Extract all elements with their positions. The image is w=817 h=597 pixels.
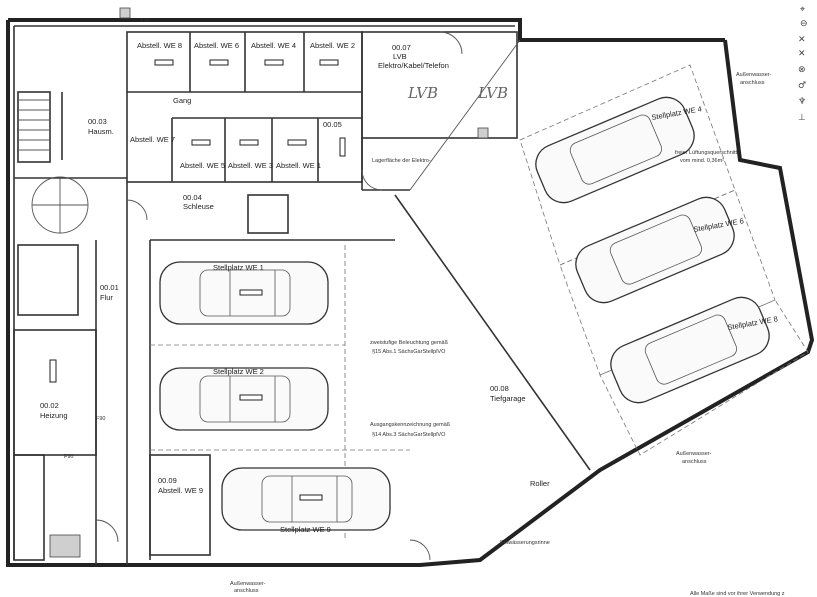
legend: ⌖ ⊖ ✕ ✕ ⊗ ♂ ♆ ⊥ <box>798 5 808 123</box>
note-footer: Alle Maße sind vor ihrer Verwendung z <box>690 591 785 597</box>
label-abstell-we3: Abstell. WE 3 <box>228 161 273 170</box>
lamp-icon: ⊗ <box>798 65 806 75</box>
car-we4 <box>535 96 695 204</box>
label-abstell-we9-name: Abstell. WE 9 <box>158 486 203 495</box>
hatched-areas <box>49 7 489 558</box>
label-lvb-num: 00.07 <box>392 43 411 52</box>
label-lvb-name: LVB <box>393 52 407 61</box>
note-outlet-bottom-1: Außenwasser- <box>676 451 712 457</box>
note-f90-a: F90 <box>64 454 73 460</box>
note-storage: Lagerfläche der Elektro- <box>372 158 431 164</box>
label-gang: Gang <box>173 96 191 105</box>
staircase <box>18 99 89 234</box>
antenna-icon: ♆ <box>798 97 806 107</box>
label-heizung-num: 00.02 <box>40 401 59 410</box>
note-drain: Entwässerungsrinne <box>500 540 550 546</box>
label-lvb-sign-1: LVB <box>407 84 438 102</box>
car-we8 <box>610 296 770 404</box>
label-abstell-we6: Abstell. WE 6 <box>194 41 239 50</box>
label-hausm-name: Hausm. <box>88 127 114 136</box>
label-abstell-we1: Abstell. WE 1 <box>276 161 321 170</box>
label-abstell-we5: Abstell. WE 5 <box>180 161 225 170</box>
note-outlet-top-2: anschluss <box>740 80 765 86</box>
inner-walls <box>13 31 809 565</box>
lamps <box>49 59 346 501</box>
doors <box>95 31 463 561</box>
label-abstell-we4: Abstell. WE 4 <box>251 41 296 50</box>
junction-icon: ⊥ <box>798 113 806 123</box>
label-tiefgarage-num: 00.08 <box>490 384 509 393</box>
note-outlet-left-2: anschluss <box>234 588 259 594</box>
annotations: zweistufige Beleuchtung gemäß §15 Abs.1 … <box>64 18 785 597</box>
label-schleuse-num: 00.04 <box>183 193 202 202</box>
note-ventilation-1: freier Lüftungsquerschnitt <box>675 150 738 156</box>
note-exit-1: Ausgangskennzeichnung gemäß <box>370 422 451 428</box>
outlet-icon: ⌖ <box>800 5 805 15</box>
socket-icon: ♂ <box>798 81 806 91</box>
note-exit-2: §14 Abs.3 SächsGarStellplVO <box>372 432 446 438</box>
label-room-0005: 00.05 <box>323 120 342 129</box>
switch-icon: ⊖ <box>800 19 808 29</box>
note-outlet-left-1: Außenwasser- <box>230 581 266 587</box>
label-abstell-we7: Abstell. WE 7 <box>130 135 175 144</box>
label-heizung-name: Heizung <box>40 411 68 420</box>
light-icon: ✕ <box>798 35 806 45</box>
note-ventilation-2: vom mind. 0,36m² <box>680 158 724 164</box>
note-outlet-top-1: Außenwasser- <box>736 72 772 78</box>
label-flur-num: 00.01 <box>100 283 119 292</box>
label-lvb-desc: Elektro/Kabel/Telefon <box>378 61 449 70</box>
label-abstell-we8: Abstell. WE 8 <box>137 41 182 50</box>
label-tiefgarage-name: Tiefgarage <box>490 394 526 403</box>
label-abstell-we9-num: 00.09 <box>158 476 177 485</box>
label-abstell-we2: Abstell. WE 2 <box>310 41 355 50</box>
note-lighting-2: §15 Abs.1 SächsGarStellplVO <box>372 349 446 355</box>
note-f90-b: F90 <box>96 416 105 422</box>
car-we6 <box>575 196 735 304</box>
label-flur-name: Flur <box>100 293 113 302</box>
note-lighting-1: zweistufige Beleuchtung gemäß <box>370 340 449 346</box>
room-labels: Abstell. WE 8 Abstell. WE 6 Abstell. WE … <box>40 41 550 495</box>
note-outlet-bottom-2: anschluss <box>682 459 707 465</box>
cross-icon: ✕ <box>798 49 806 59</box>
label-hausm-num: 00.03 <box>88 117 107 126</box>
label-roller: Roller <box>530 479 550 488</box>
label-stellplatz-we1: Stellplatz WE 1 <box>213 263 264 272</box>
label-lvb-sign-2: LVB <box>477 84 508 102</box>
label-schleuse-name: Schleuse <box>183 202 214 211</box>
label-stellplatz-we2: Stellplatz WE 2 <box>213 367 264 376</box>
label-stellplatz-we9: Stellplatz WE 9 <box>280 525 331 534</box>
note-t30: T30 <box>140 18 149 24</box>
